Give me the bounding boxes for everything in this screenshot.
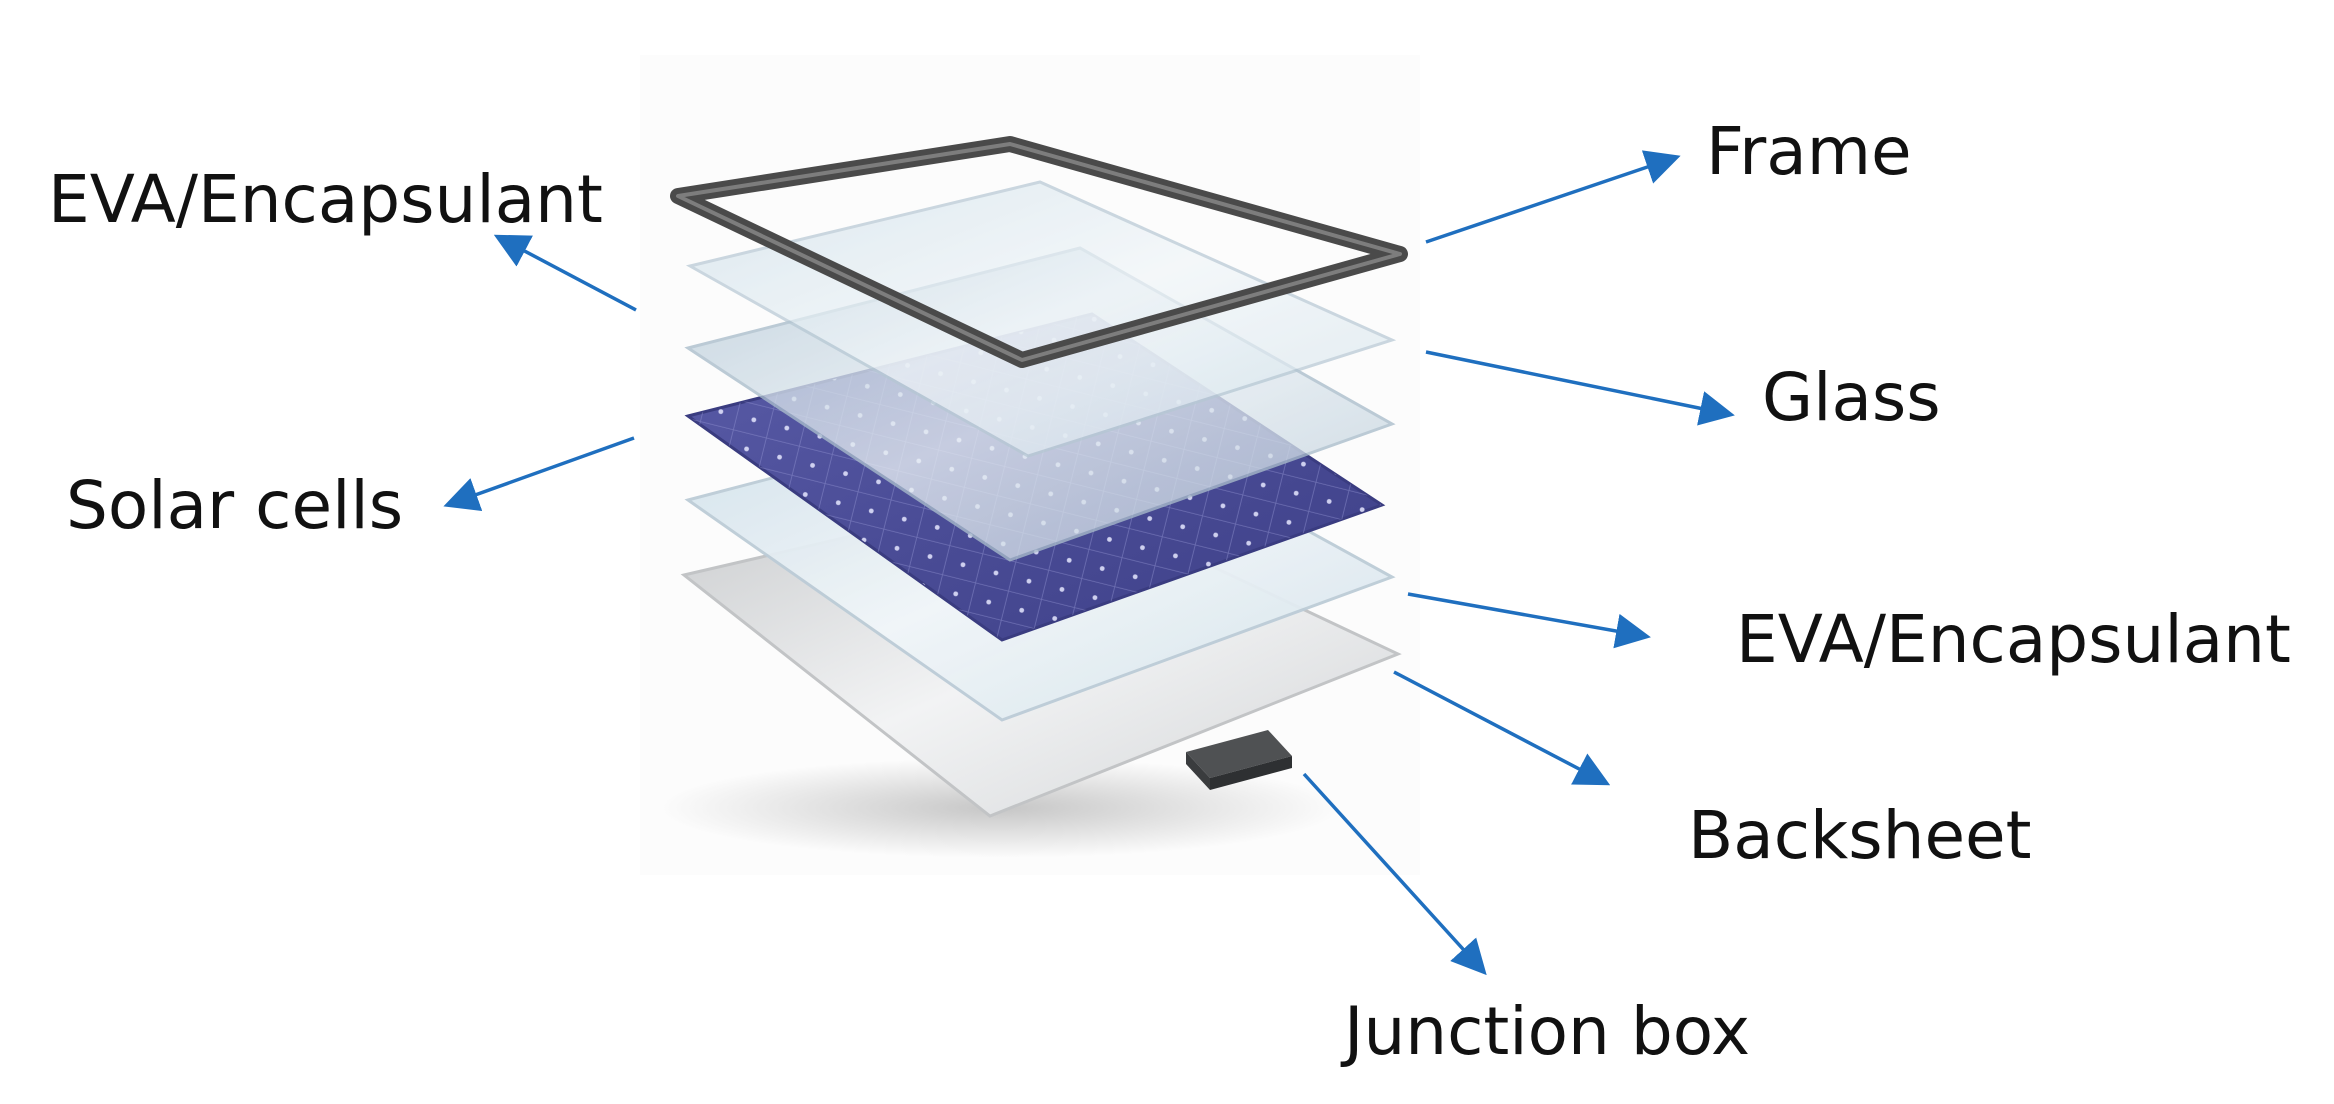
arrow-eva-top: [493, 234, 637, 312]
arrow-backsheet: [1393, 670, 1611, 786]
label-eva-top: EVA/Encapsulant: [48, 161, 603, 238]
arrow-junction-box: [1302, 772, 1487, 976]
label-junction-box: Junction box: [1340, 993, 1750, 1070]
arrow-glass: [1425, 350, 1735, 426]
callout-arrows: [443, 150, 1735, 976]
label-backsheet: Backsheet: [1688, 797, 2032, 874]
arrow-solar-cells: [443, 436, 635, 512]
arrow-frame: [1425, 150, 1681, 244]
frame-layer-highlight: [676, 142, 1402, 362]
label-eva-bottom: EVA/Encapsulant: [1736, 601, 2291, 678]
label-glass: Glass: [1762, 359, 1941, 436]
label-solar-cells: Solar cells: [66, 467, 403, 544]
eva-top-layer: [685, 180, 1397, 458]
arrow-eva-bottom: [1407, 592, 1651, 649]
label-frame: Frame: [1706, 113, 1912, 190]
junction-box: [1186, 730, 1292, 790]
